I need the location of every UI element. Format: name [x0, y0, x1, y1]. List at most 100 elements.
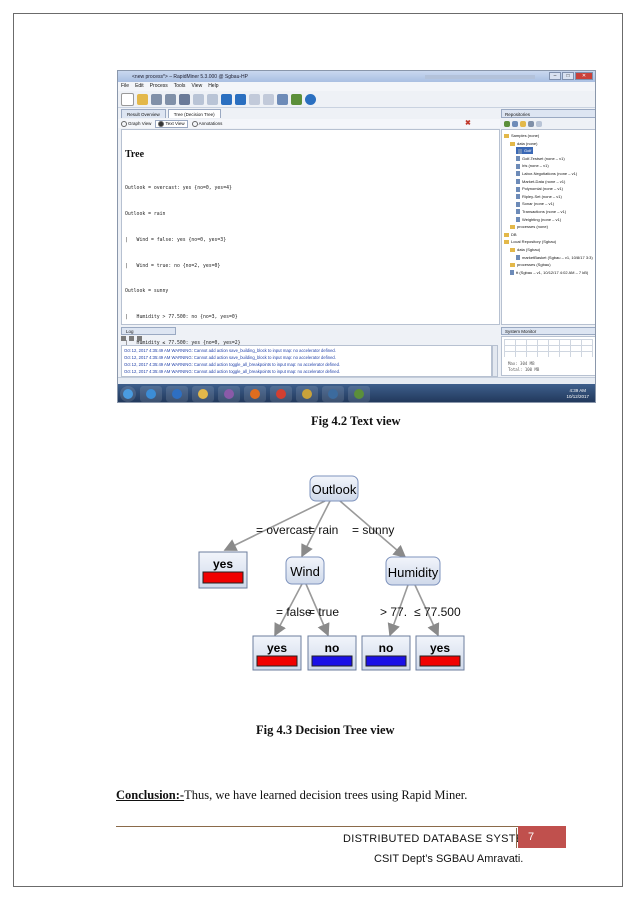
- node-outlook[interactable]: Outlook: [309, 475, 359, 502]
- leaf-le[interactable]: yes: [415, 635, 465, 671]
- run-step-icon[interactable]: [235, 93, 246, 105]
- repo-item-label: Golf-Testset (none – v1): [522, 155, 565, 161]
- leaf-overcast[interactable]: yes: [198, 551, 248, 589]
- repo-item-label: Iris (none – v1): [522, 163, 549, 169]
- log-line: Oct 12, 2017 4:35:49 AM WARNING: Cannot …: [124, 362, 341, 367]
- taskbar-app[interactable]: [192, 386, 214, 402]
- tree-line: | Wind = true: no {no=2, yes=0}: [125, 263, 221, 269]
- edge-false-label: = false: [276, 605, 312, 619]
- repo-item[interactable]: Local Repository (Sgbau): [504, 238, 556, 245]
- menu-tools[interactable]: Tools: [173, 83, 186, 89]
- leaf-false[interactable]: yes: [252, 635, 302, 671]
- leaf-gt[interactable]: no: [361, 635, 411, 671]
- delete-icon[interactable]: [536, 120, 542, 127]
- clear-log-icon[interactable]: [129, 336, 134, 341]
- log-scrollbar[interactable]: [492, 345, 498, 377]
- taskbar-app[interactable]: [218, 386, 240, 402]
- taskbar-app[interactable]: [270, 386, 292, 402]
- repo-item[interactable]: Golf-Testset (none – v1): [516, 155, 565, 162]
- maximize-icon[interactable]: □: [562, 72, 574, 80]
- conclusion-paragraph: Conclusion:-Thus, we have learned decisi…: [116, 788, 467, 803]
- taskbar-app[interactable]: [296, 386, 318, 402]
- graph-view-option[interactable]: Graph View: [121, 120, 151, 127]
- repo-item[interactable]: marketBasket (Sgbau – v1, 10/8/17 3:3): [516, 254, 593, 261]
- repo-item[interactable]: Transactions (none – v1): [516, 208, 566, 215]
- search-log-icon[interactable]: [137, 336, 142, 341]
- info-icon[interactable]: [305, 93, 316, 105]
- save-as-icon[interactable]: [165, 93, 176, 105]
- run-icon[interactable]: [221, 93, 232, 105]
- menu-help[interactable]: Help: [208, 83, 219, 89]
- perspective-result-icon[interactable]: [291, 93, 302, 105]
- repo-item-label: Transactions (none – v1): [522, 209, 567, 214]
- view-options: Graph View Text View Annotations: [118, 119, 500, 128]
- data-icon: [516, 201, 520, 207]
- import-icon[interactable]: [512, 120, 518, 127]
- text-view-option[interactable]: Text View: [155, 119, 188, 128]
- leaf-true[interactable]: no: [307, 635, 357, 671]
- menu-process[interactable]: Process: [149, 83, 168, 89]
- close-result-icon[interactable]: ✖: [465, 120, 471, 127]
- add-repo-icon[interactable]: [504, 120, 510, 127]
- folder-icon[interactable]: [520, 120, 526, 127]
- repo-item[interactable]: Sonar (none – v1): [516, 200, 554, 207]
- leaf-overcast-class-bar: [202, 571, 244, 584]
- window-title: <new process*> – RapidMiner 5.3.000 @ Sg…: [132, 73, 248, 80]
- refresh-icon[interactable]: [528, 120, 534, 127]
- log-line: Oct 12, 2017 4:35:49 AM WARNING: Cannot …: [124, 348, 336, 353]
- menu-file[interactable]: File: [121, 83, 130, 89]
- repo-item[interactable]: data (none): [510, 140, 537, 147]
- new-process-icon[interactable]: [121, 92, 134, 106]
- taskbar-clock[interactable]: 4:39 AM 10/12/2017: [566, 388, 589, 400]
- taskbar-app[interactable]: [166, 386, 188, 402]
- repo-item[interactable]: data (Sgbau): [510, 246, 540, 253]
- open-icon[interactable]: [137, 93, 148, 105]
- edge-sunny: [339, 500, 407, 559]
- minimize-icon[interactable]: –: [549, 72, 561, 80]
- app-icon: [146, 389, 156, 399]
- close-icon[interactable]: ✕: [575, 72, 593, 80]
- window-controls: – □ ✕: [549, 72, 593, 80]
- taskbar-app[interactable]: [322, 386, 344, 402]
- print-icon[interactable]: [179, 93, 190, 105]
- log-tab[interactable]: Log: [121, 327, 176, 335]
- node-wind[interactable]: Wind: [285, 556, 325, 585]
- repositories-tab[interactable]: Repositories: [501, 109, 595, 118]
- taskbar-app[interactable]: [140, 386, 162, 402]
- repo-item[interactable]: DB: [504, 231, 517, 238]
- stop-icon[interactable]: [263, 93, 274, 105]
- undo-icon[interactable]: [193, 93, 204, 105]
- edge-gt-label: > 77.: [380, 605, 407, 619]
- start-button[interactable]: [120, 386, 136, 402]
- log-pane: Oct 12, 2017 4:35:49 AM WARNING: Cannot …: [121, 345, 492, 377]
- save-log-icon[interactable]: [121, 336, 126, 341]
- repo-item[interactable]: processes (none): [510, 223, 548, 230]
- repo-item[interactable]: Market-Data (none – v1): [516, 178, 565, 185]
- perspective-design-icon[interactable]: [277, 93, 288, 105]
- tab-tree[interactable]: Tree (Decision Tree): [167, 109, 221, 118]
- repo-item[interactable]: Samples (none): [504, 132, 539, 139]
- system-monitor-tab[interactable]: System Monitor: [501, 327, 595, 335]
- annotations-option[interactable]: Annotations: [191, 120, 222, 127]
- repo-item[interactable]: Labor-Negotiations (none – v1): [516, 170, 577, 177]
- redo-icon[interactable]: [207, 93, 218, 105]
- text-view-label: Text View: [165, 120, 185, 126]
- repo-item[interactable]: tt (Sgbau – v1, 10/12/17 4:02 AM – 7 kB): [510, 269, 588, 276]
- log-toolbar: [121, 336, 142, 341]
- repo-item[interactable]: processes (Sgbau): [510, 261, 551, 268]
- node-humidity[interactable]: Humidity: [385, 556, 441, 586]
- save-icon[interactable]: [151, 93, 162, 105]
- repo-item[interactable]: Weighting (none – v1): [516, 216, 561, 223]
- menu-edit[interactable]: Edit: [135, 83, 144, 89]
- repo-item[interactable]: Golf: [516, 147, 534, 155]
- taskbar-app[interactable]: [348, 386, 370, 402]
- repo-item[interactable]: Iris (none – v1): [516, 162, 549, 169]
- footer-dept: CSIT Dept’s SGBAU Amravati.: [374, 853, 524, 865]
- menu-view[interactable]: View: [191, 83, 203, 89]
- repo-item[interactable]: Ripley-Set (none – v1): [516, 193, 562, 200]
- tab-result-overview[interactable]: Result Overview: [121, 109, 166, 118]
- taskbar-app[interactable]: [244, 386, 266, 402]
- repo-item[interactable]: Polynomial (none – v1): [516, 185, 563, 192]
- pause-icon[interactable]: [249, 93, 260, 105]
- footer-separator: [516, 828, 517, 848]
